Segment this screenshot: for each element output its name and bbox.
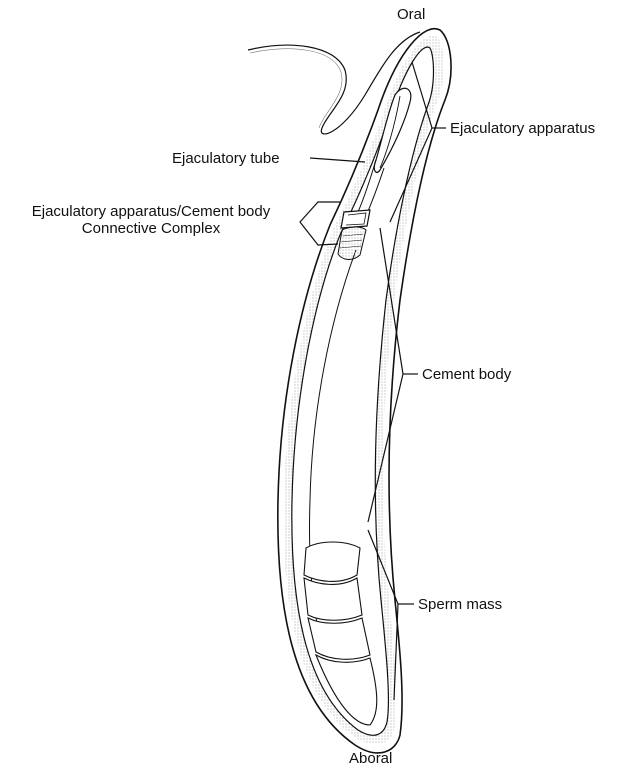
label-sperm-mass: Sperm mass: [418, 596, 502, 613]
leader-ejaculatory-tube: [310, 158, 365, 162]
sperm-lobe-1: [304, 542, 360, 581]
label-connective-complex: Ejaculatory apparatus/Cement body Connec…: [6, 203, 296, 237]
label-ejaculatory-apparatus: Ejaculatory apparatus: [450, 120, 595, 137]
label-ejaculatory-tube: Ejaculatory tube: [172, 150, 280, 167]
sperm-lobe-3: [308, 618, 370, 659]
label-connective-complex-line2: Connective Complex: [6, 220, 296, 237]
label-connective-complex-line1: Ejaculatory apparatus/Cement body: [6, 203, 296, 220]
label-cement-body: Cement body: [422, 366, 511, 383]
sperm-lobe-2: [304, 578, 362, 620]
label-aboral: Aboral: [349, 750, 392, 767]
label-oral: Oral: [397, 6, 425, 23]
